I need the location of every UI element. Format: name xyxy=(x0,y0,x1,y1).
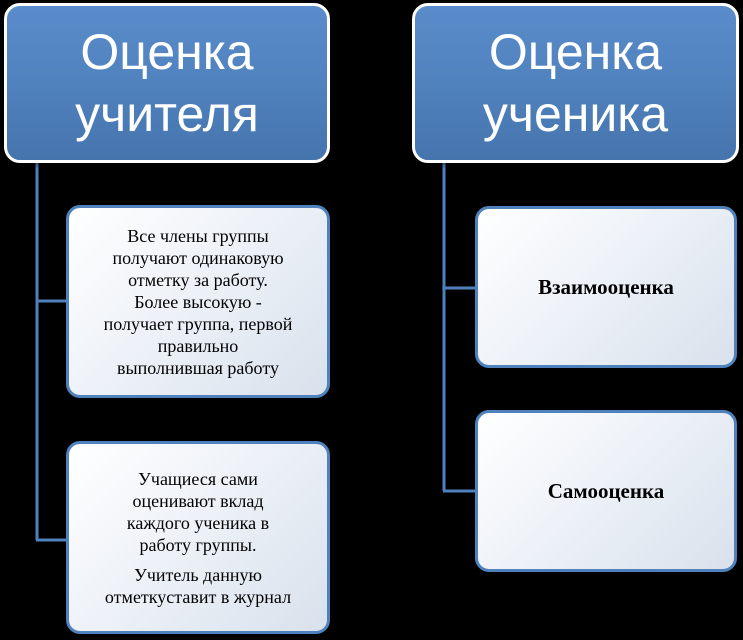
card-text-line: Более высокую - xyxy=(134,291,262,312)
teacher-card-equal-grade: Все члены группы получают одинаковую отм… xyxy=(66,205,330,398)
student-card-self-assessment: Самооценка xyxy=(475,410,737,572)
teacher-assessment-header: Оценка учителя xyxy=(4,3,330,163)
card-text-line: каждого ученика в xyxy=(126,512,270,533)
student-title-line-2: ученика xyxy=(482,86,669,142)
card-text-line: оценивают вклад xyxy=(132,490,264,511)
teacher-card-student-contribution: Учащиеся сами оценивают вклад каждого уч… xyxy=(66,441,330,634)
card-text-line: получает группа, первой xyxy=(103,313,293,334)
card-text-line: выполнившая работу xyxy=(117,357,279,378)
card-text-line: правильно xyxy=(157,335,239,356)
card-text-line: отметку за работу. xyxy=(128,269,268,290)
card-text-line: Учащиеся сами xyxy=(138,468,258,489)
self-assessment-label: Самооценка xyxy=(547,478,665,503)
student-card-peer-assessment: Взаимооценка xyxy=(475,206,737,368)
teacher-title-line-1: Оценка xyxy=(80,24,254,80)
card-text-line: работу группы. xyxy=(139,534,257,555)
card-text-line: Все члены группы xyxy=(127,225,269,246)
student-assessment-header: Оценка ученика xyxy=(412,3,739,163)
peer-assessment-label: Взаимооценка xyxy=(538,274,674,299)
card-text-line: Учитель данную xyxy=(134,564,262,585)
student-title-line-1: Оценка xyxy=(488,24,663,80)
card-text-line: отметкуставит в журнал xyxy=(104,586,292,607)
card-text-line: получают одинаковую xyxy=(112,247,284,268)
teacher-title-line-2: учителя xyxy=(75,86,259,142)
